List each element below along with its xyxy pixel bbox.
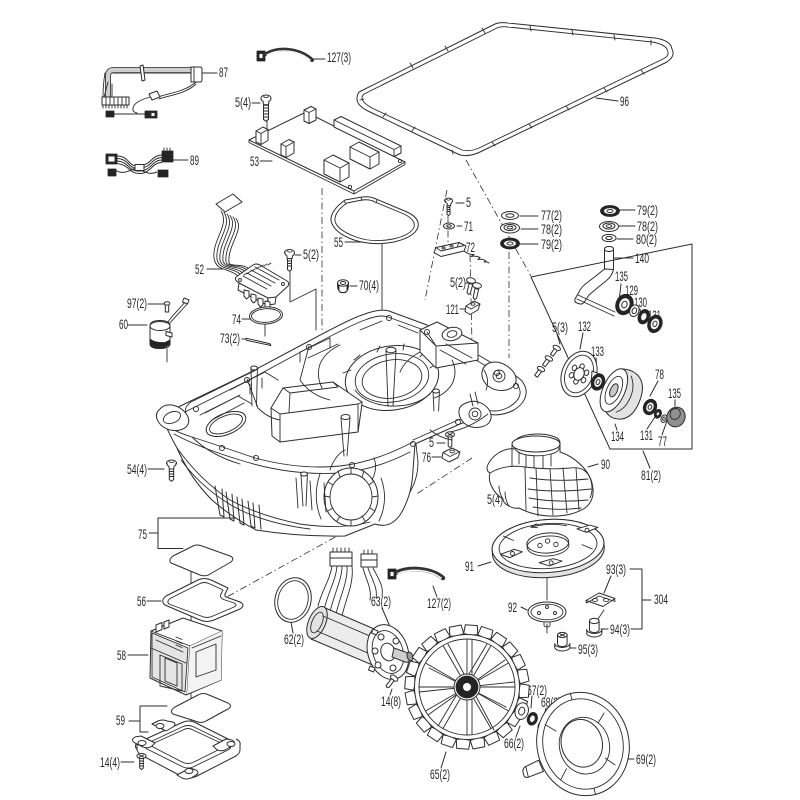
svg-text:56: 56 — [137, 594, 146, 609]
svg-text:80(2): 80(2) — [636, 232, 657, 247]
svg-text:87: 87 — [219, 65, 228, 80]
svg-text:134: 134 — [611, 429, 624, 444]
svg-text:73(2): 73(2) — [220, 331, 240, 346]
svg-text:54(4): 54(4) — [127, 462, 147, 477]
svg-text:5: 5 — [429, 435, 434, 450]
svg-text:79(2): 79(2) — [541, 237, 562, 252]
svg-text:131: 131 — [640, 428, 653, 443]
svg-text:97(2): 97(2) — [127, 296, 147, 311]
svg-text:94(3): 94(3) — [610, 622, 630, 637]
svg-text:304: 304 — [654, 592, 668, 607]
svg-text:127(3): 127(3) — [327, 50, 351, 65]
svg-text:65(2): 65(2) — [430, 767, 450, 782]
svg-text:53: 53 — [250, 154, 259, 169]
svg-text:127(2): 127(2) — [427, 596, 451, 611]
svg-text:55: 55 — [334, 235, 343, 250]
svg-text:5(2): 5(2) — [303, 247, 319, 262]
svg-text:77(2): 77(2) — [541, 208, 562, 223]
svg-text:63(2): 63(2) — [371, 594, 391, 609]
svg-text:79(2): 79(2) — [637, 203, 658, 218]
svg-text:5: 5 — [466, 195, 471, 210]
svg-text:89: 89 — [190, 153, 199, 168]
svg-text:93(3): 93(3) — [606, 562, 626, 577]
svg-text:59: 59 — [116, 713, 125, 728]
svg-text:96: 96 — [620, 94, 629, 109]
svg-text:132: 132 — [578, 319, 591, 334]
svg-text:78: 78 — [655, 367, 664, 382]
svg-text:58: 58 — [117, 648, 126, 663]
svg-text:135: 135 — [615, 269, 628, 284]
svg-text:91: 91 — [465, 559, 474, 574]
svg-text:67(2): 67(2) — [527, 683, 547, 698]
svg-text:71: 71 — [464, 219, 473, 234]
svg-text:69(2): 69(2) — [636, 752, 656, 767]
svg-text:92: 92 — [508, 600, 517, 615]
svg-text:74: 74 — [232, 312, 241, 327]
svg-text:135: 135 — [668, 386, 681, 401]
svg-text:52: 52 — [195, 262, 204, 277]
svg-text:62(2): 62(2) — [284, 632, 304, 647]
svg-text:77: 77 — [658, 434, 667, 449]
svg-text:78(2): 78(2) — [541, 222, 562, 237]
svg-text:90: 90 — [601, 457, 610, 472]
svg-text:60: 60 — [119, 317, 128, 332]
svg-text:72: 72 — [466, 240, 475, 255]
svg-text:5(4): 5(4) — [235, 95, 251, 110]
svg-text:5(2): 5(2) — [450, 275, 466, 290]
svg-text:75: 75 — [138, 527, 147, 542]
svg-text:121: 121 — [446, 302, 459, 317]
svg-text:95(3): 95(3) — [578, 642, 598, 657]
svg-text:70(4): 70(4) — [359, 278, 379, 293]
svg-text:14(4): 14(4) — [100, 755, 120, 770]
svg-text:129: 129 — [625, 283, 638, 298]
svg-text:78(2): 78(2) — [637, 219, 658, 234]
svg-text:81(2): 81(2) — [641, 468, 661, 483]
svg-text:133: 133 — [591, 344, 604, 359]
svg-text:14(8): 14(8) — [381, 694, 401, 709]
svg-text:76: 76 — [422, 450, 431, 465]
svg-text:66(2): 66(2) — [504, 736, 524, 751]
